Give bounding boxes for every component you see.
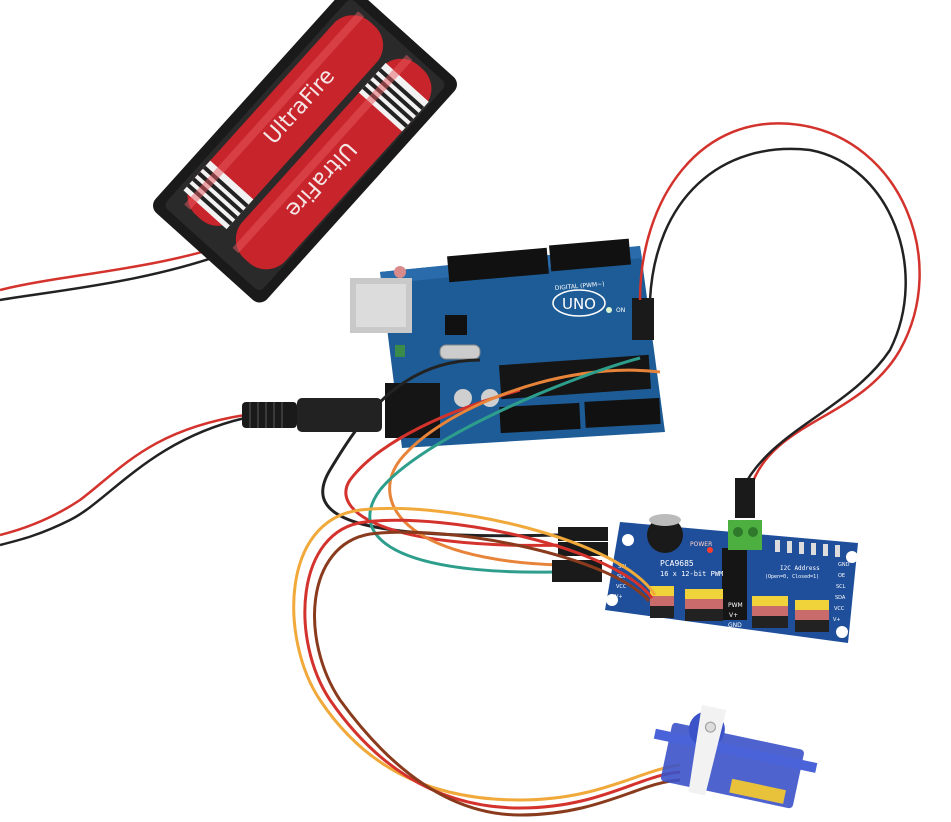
header-digital-high (447, 247, 549, 283)
digital-label: DIGITAL (PWM~) (555, 281, 605, 292)
svg-text:SDA: SDA (835, 595, 846, 601)
pca9685-chip (722, 548, 747, 620)
battery-leads (0, 243, 236, 302)
svg-text:PWM: PWM (728, 602, 743, 609)
crystal (439, 344, 481, 360)
svg-text:OE: OE (838, 573, 845, 579)
dc-plug-cable (0, 413, 246, 547)
pca9685-servo-driver-board: POWER PCA9685 16 x 12-bit PWM I2C Addres… (605, 514, 858, 643)
servo-cable (292, 506, 681, 817)
header-digital-low (549, 238, 631, 272)
chip-subtitle: 16 x 12-bit PWM (660, 570, 723, 578)
on-label: ON (616, 307, 625, 314)
chip-label: PCA9685 (660, 559, 694, 568)
svg-text:V+: V+ (833, 617, 841, 623)
on-led (606, 307, 612, 313)
power-label: POWER (690, 541, 712, 548)
servo-horn (688, 704, 727, 796)
header-analog (584, 397, 661, 428)
uno-logo-text: UNO (562, 295, 596, 313)
electrolytic-capacitor (647, 517, 683, 553)
micro-servo (653, 704, 818, 809)
terminal-wire-plug (735, 478, 755, 518)
svg-text:VCC: VCC (616, 584, 627, 590)
dc-barrel-jack (385, 383, 440, 438)
usb-chip (445, 315, 467, 335)
servo-header-pins (650, 586, 829, 632)
right-pin-labels: GND OE SCL SDA VCC V+ (833, 562, 850, 623)
battery-1: UltraFire (183, 11, 384, 230)
svg-text:V+: V+ (615, 594, 623, 600)
jumper-connector-housings (552, 527, 608, 582)
power-led (707, 547, 713, 553)
svg-text:VCC: VCC (834, 606, 845, 612)
servo-power-wires (638, 122, 921, 491)
capacitor (454, 389, 472, 407)
row-labels: PWM V+ GND (728, 602, 743, 629)
svg-text:SCL: SCL (836, 584, 846, 590)
svg-text:V+: V+ (729, 612, 738, 619)
arduino-uno-board: UNO DIGITAL (PWM~) ON (350, 238, 665, 448)
servo-label-sticker (729, 778, 786, 804)
dc-plug (242, 398, 382, 432)
header-power (499, 402, 581, 434)
uno-logo (552, 289, 606, 317)
reset-button (394, 266, 406, 278)
address-title: I2C Address (780, 565, 820, 572)
power-jumper-connectors (632, 298, 654, 340)
battery-holder: UltraFire UltraFire (153, 0, 457, 303)
svg-text:SDA: SDA (617, 574, 628, 580)
address-jumpers (775, 540, 840, 557)
address-note: (Open=0, Closed=1) (765, 574, 819, 580)
svg-text:GND: GND (838, 562, 850, 568)
svg-text:GND: GND (728, 622, 742, 629)
fuse (395, 345, 405, 357)
